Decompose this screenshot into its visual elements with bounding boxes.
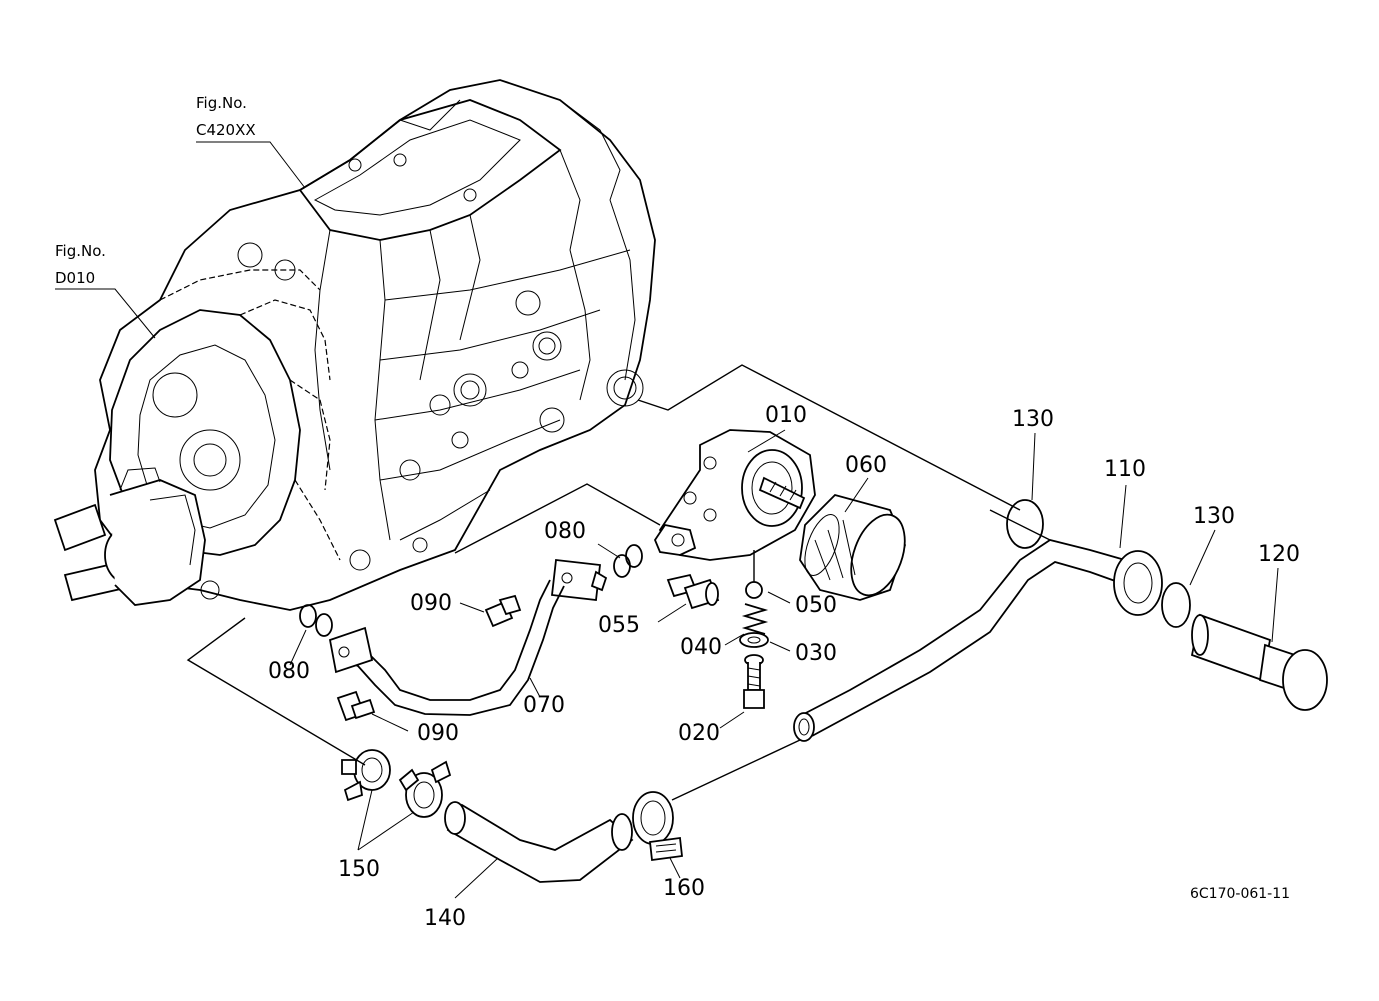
o-ring-130-left [1006, 499, 1044, 549]
plug-055 [666, 573, 720, 610]
figure-reference-code: C420XX [196, 121, 256, 139]
callout-030: 030 [795, 641, 837, 666]
figure-reference-d010: Fig.No. D010 [55, 242, 106, 287]
callout-010: 010 [765, 403, 807, 428]
o-rings-080-lower [299, 604, 333, 637]
callout-140: 140 [424, 906, 466, 931]
hollow-bolt-120 [1190, 613, 1328, 711]
callout-060: 060 [845, 453, 887, 478]
plug-090-lower [336, 690, 376, 722]
transmission-housing [53, 79, 656, 611]
oil-filter-060 [799, 493, 906, 601]
suction-pipe-110 [793, 539, 1163, 742]
rubber-hose-140 [444, 801, 634, 883]
callout-130-left: 130 [1012, 407, 1054, 432]
relief-valve-ball-050 [745, 581, 763, 599]
callout-110: 110 [1104, 457, 1146, 482]
oil-pipe-070 [328, 559, 608, 716]
figure-reference-label: Fig.No. [55, 242, 106, 260]
callout-040: 040 [680, 635, 722, 660]
callout-150: 150 [338, 857, 380, 882]
callout-055: 055 [598, 613, 640, 638]
hose-clamp-150-b [398, 760, 452, 818]
callout-130-right: 130 [1193, 504, 1235, 529]
o-ring-130-right [1161, 582, 1191, 628]
figure-reference-c420xx: Fig.No. C420XX [196, 94, 256, 139]
plug-020 [743, 654, 765, 709]
leader-lines [55, 141, 1279, 899]
o-rings-080-upper [613, 544, 643, 578]
callout-120: 120 [1258, 542, 1300, 567]
figure-reference-label: Fig.No. [196, 94, 247, 112]
callout-050: 050 [795, 593, 837, 618]
callout-160: 160 [663, 876, 705, 901]
drawing-code: 6C170-061-11 [1190, 886, 1290, 902]
figure-reference-code: D010 [55, 269, 95, 287]
washer-030 [739, 632, 769, 648]
plug-090-upper [484, 594, 522, 628]
callout-080-lower: 080 [268, 659, 310, 684]
callout-070: 070 [523, 693, 565, 718]
hose-clamp-150-a [341, 749, 391, 802]
filter-head-010 [653, 429, 816, 561]
callout-020: 020 [678, 721, 720, 746]
callout-080-upper: 080 [544, 519, 586, 544]
callout-090-lower: 090 [417, 721, 459, 746]
relief-valve-spring-040 [741, 603, 769, 635]
callout-090-upper: 090 [410, 591, 452, 616]
connection-lines [186, 364, 1051, 801]
hose-clamp-160 [632, 791, 683, 862]
